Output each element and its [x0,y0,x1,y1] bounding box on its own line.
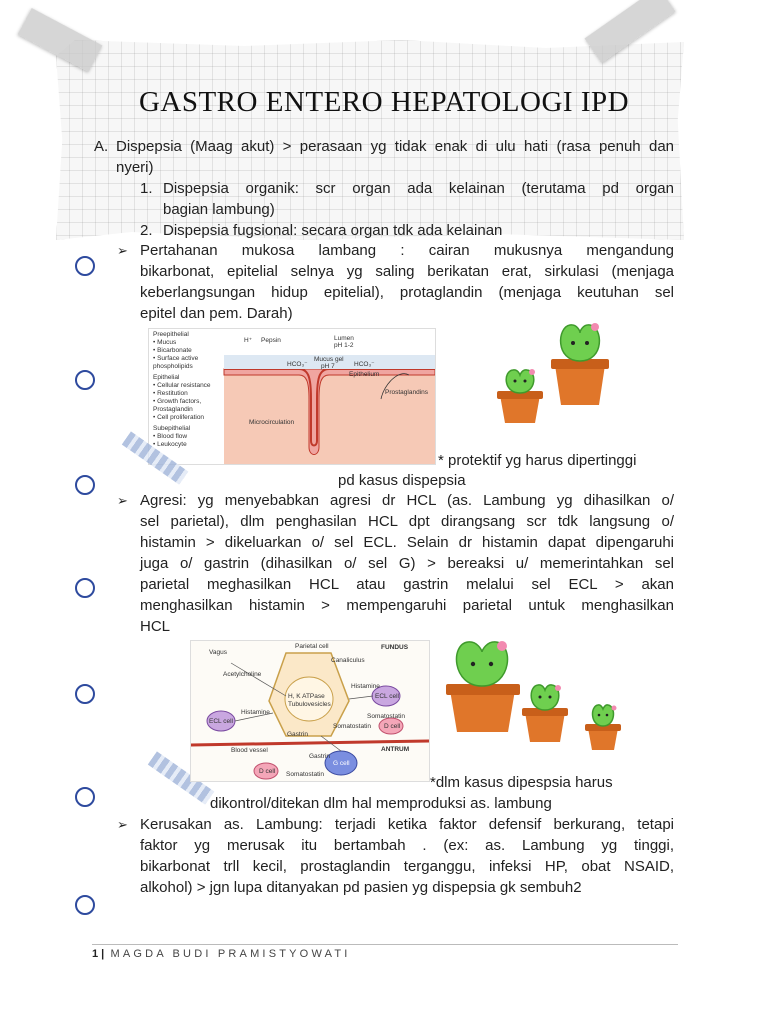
acid-secretion-illustration [191,652,429,780]
antrum-label: ANTRUM [381,746,410,753]
arrow-bullet-icon: ➢ [117,817,128,832]
somatostatin-label: Somatostatin [367,713,405,720]
paragraph-line: juga o/ gastrin (dihasilkan o/ sel G) > … [140,555,674,572]
acetylcholine-label: Acetylcholine [223,671,262,678]
mucosa-illustration [223,355,435,464]
d-cell-label: D cell [384,723,401,730]
paragraph-line: bikarbonat, epitelial selnya yg saling b… [140,263,674,280]
d-cell-label: D cell [259,768,276,775]
section-a-line: Dispepsia (Maag akut) > perasaan yg tida… [116,138,674,155]
gastrin-label: Gastrin [309,753,330,760]
mucosal-defense-diagram: Preepithelial • Mucus • Bicarbonate • Su… [148,328,436,465]
paragraph-line: histamin > dikeluarkan o/ sel ECL. Selai… [140,534,674,551]
page-title: GASTRO ENTERO HEPATOLOGI IPD [138,86,630,118]
footer-separator: | [98,948,105,960]
g-cell-label: G cell [333,760,350,767]
microcirculation-label: Microcirculation [249,419,295,426]
paragraph-line: menghasilkan histamin > mempengaruhi par… [140,597,674,614]
binder-ring-icon [75,895,95,915]
paragraph-line: bikarbonat trll kecil, prostaglandin ter… [140,858,674,875]
section-a-line: nyeri) [116,159,154,176]
binder-ring-icon [75,787,95,807]
blood-vessel-label: Blood vessel [231,747,268,754]
paragraph-line: Kerusakan as. Lambung: terjadi ketika fa… [140,816,674,833]
paragraph-line: Pertahanan mukosa lambang : cairan mukus… [140,242,674,259]
somatostatin-label: Somatostatin [333,723,371,730]
defense-factor-labels: Preepithelial • Mucus • Bicarbonate • Su… [153,331,211,448]
binder-ring-icon [75,256,95,276]
footer-divider [92,944,678,945]
paragraph-line: keberlangsungan hidup epitelial), protag… [140,284,674,301]
arrow-bullet-icon: ➢ [117,243,128,258]
prostaglandins-label: Prostaglandins [385,389,428,396]
figure-caption: *dlm kasus dipespsia harus [430,774,613,791]
somatostatin-label: Somatostatin [286,771,324,778]
histamine-label: Histamine [241,709,270,716]
ph-label: pH 7 [321,363,335,370]
paragraph-line: sel parietal), dlm penghasilan HCL dpt d… [140,513,674,530]
figure-caption: * protektif yg harus dipertinggi [438,452,637,469]
ph-label: pH 1-2 [334,342,354,349]
paragraph-line: epitel dan pem. Darah) [140,305,293,322]
histamine-label: Histamine [351,683,380,690]
list-item: Dispepsia fugsional: secara organ tdk ad… [163,222,503,239]
lumen-label: Lumen [334,335,354,342]
list-number: 1. [140,180,153,197]
cactus-sticker-icon [497,323,609,423]
atpase-label: H, K ATPase [288,693,325,700]
paragraph-line: faktor yg merusak itu bertambah . (ex: a… [140,837,674,854]
list-item: Dispepsia organik: scr organ ada kelaina… [163,180,674,197]
vagus-label: Vagus [209,649,227,656]
ecl-cell-label: ECL cell [209,718,233,725]
paragraph-line: Agresi: yg menyebabkan agresi dr HCL (as… [140,492,674,509]
tubulovesicles-label: Tubulovesicles [288,701,331,708]
graph-paper-background [56,40,684,240]
paragraph-line: alkohol) > jgn lupa ditanyakan pd pasien… [140,879,582,896]
parietal-cell-label: Parietal cell [295,643,329,650]
pepsin-label: Pepsin [261,337,281,344]
binder-ring-icon [75,578,95,598]
list-number: 2. [140,222,153,239]
bicarbonate-label: HCO₃⁻ [287,361,308,368]
list-item: bagian lambung) [163,201,275,218]
figure-caption: pd kasus dispepsia [338,472,466,489]
mucus-gel-label: Mucus gel [314,356,344,363]
page-number: 1 [92,948,99,960]
bicarbonate-label: HCO₃⁻ [354,361,375,368]
fundus-label: FUNDUS [381,644,409,651]
acid-secretion-diagram: Parietal cell FUNDUS Vagus Canaliculus A… [190,640,430,782]
h-ion-label: H⁺ [244,337,253,344]
epithelium-label: Epithelium [349,371,380,378]
author-name: MAGDA BUDI PRAMISTYOWATI [110,948,351,960]
binder-ring-icon [75,475,95,495]
canaliculus-label: Canaliculus [331,657,365,664]
gastrin-label: Gastrin [287,731,308,738]
figure-caption: dikontrol/ditekan dlm hal memproduksi as… [210,795,552,812]
arrow-bullet-icon: ➢ [117,493,128,508]
cactus-sticker-icon [446,641,621,750]
paragraph-line: parietal meghasilkan HCL atau gastrin me… [140,576,674,593]
ecl-cell-label: ECL cell [375,693,399,700]
paragraph-line: HCL [140,618,171,635]
binder-ring-icon [75,684,95,704]
page-footer: 1 | MAGDA BUDI PRAMISTYOWATI [92,948,351,960]
binder-ring-icon [75,370,95,390]
section-marker: A. [94,138,109,155]
